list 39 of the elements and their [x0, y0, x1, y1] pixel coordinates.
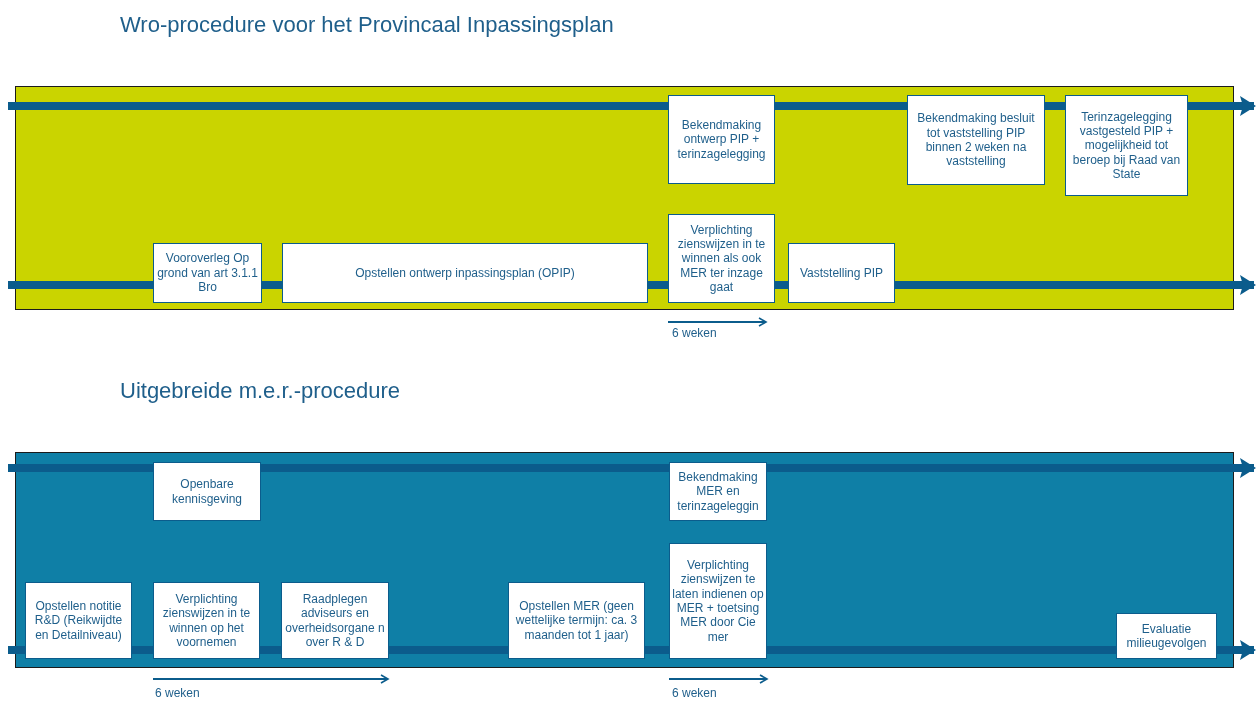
timeline-arrow	[1188, 96, 1256, 116]
timeline-line	[8, 464, 153, 472]
timeline-line	[389, 646, 508, 654]
step-box: Verplichting zienswijzen in te winnen op het voornemen	[153, 582, 260, 659]
timeline-line	[1045, 102, 1065, 110]
step-box: Bekendmaking ontwerp PIP + terinzagelegging	[668, 95, 775, 184]
timeline-line	[648, 281, 668, 289]
step-box: Vaststelling PIP	[788, 243, 895, 303]
timeline-arrow	[767, 458, 1256, 478]
duration-label: 6 weken	[672, 686, 717, 700]
timeline-line	[8, 281, 153, 289]
step-box: Bekendmaking MER en terinzageleggin	[669, 462, 767, 521]
timeline-line	[262, 281, 282, 289]
timeline-line	[132, 646, 153, 654]
step-box: Openbare kennisgeving	[153, 462, 261, 521]
step-box: Evaluatie milieugevolgen	[1116, 613, 1217, 659]
timeline-line	[260, 646, 281, 654]
step-box: Opstellen notitie R&D (Reikwijdte en Detailniveau)	[25, 582, 132, 659]
timeline-arrow	[1217, 640, 1256, 660]
timeline-line	[261, 464, 669, 472]
timeline-arrow	[895, 275, 1256, 295]
timeline-line	[8, 646, 25, 654]
duration-label: 6 weken	[672, 326, 717, 340]
section-title: Uitgebreide m.e.r.-procedure	[120, 378, 401, 404]
duration-label: 6 weken	[155, 686, 200, 700]
step-box: Bekendmaking besluit tot vaststelling PIP binnen 2 weken na vaststelling	[907, 95, 1045, 185]
step-box: Vooroverleg Op grond van art 3.1.1 Bro	[153, 243, 262, 303]
timeline-line	[645, 646, 669, 654]
step-box: Raadplegen adviseurs en overheidsorgane n over R & D	[281, 582, 389, 659]
timeline-line	[775, 102, 907, 110]
step-box: Opstellen ontwerp inpassingsplan (OPIP)	[282, 243, 648, 303]
section-title: Wro-procedure voor het Provincaal Inpassingsplan	[120, 12, 614, 38]
timeline-line	[8, 102, 668, 110]
step-box: Verplichting zienswijzen in te winnen als ook MER ter inzage gaat	[668, 214, 775, 303]
step-box: Verplichting zienswijzen te laten indienen op MER + toetsing MER door Cie mer	[669, 543, 767, 659]
timeline-line	[775, 281, 788, 289]
step-box: Terinzagelegging vastgesteld PIP + mogelijkheid tot beroep bij Raad van State	[1065, 95, 1188, 196]
timeline-line	[767, 646, 1116, 654]
step-box: Opstellen MER (geen wettelijke termijn: ca. 3 maanden tot 1 jaar)	[508, 582, 645, 659]
